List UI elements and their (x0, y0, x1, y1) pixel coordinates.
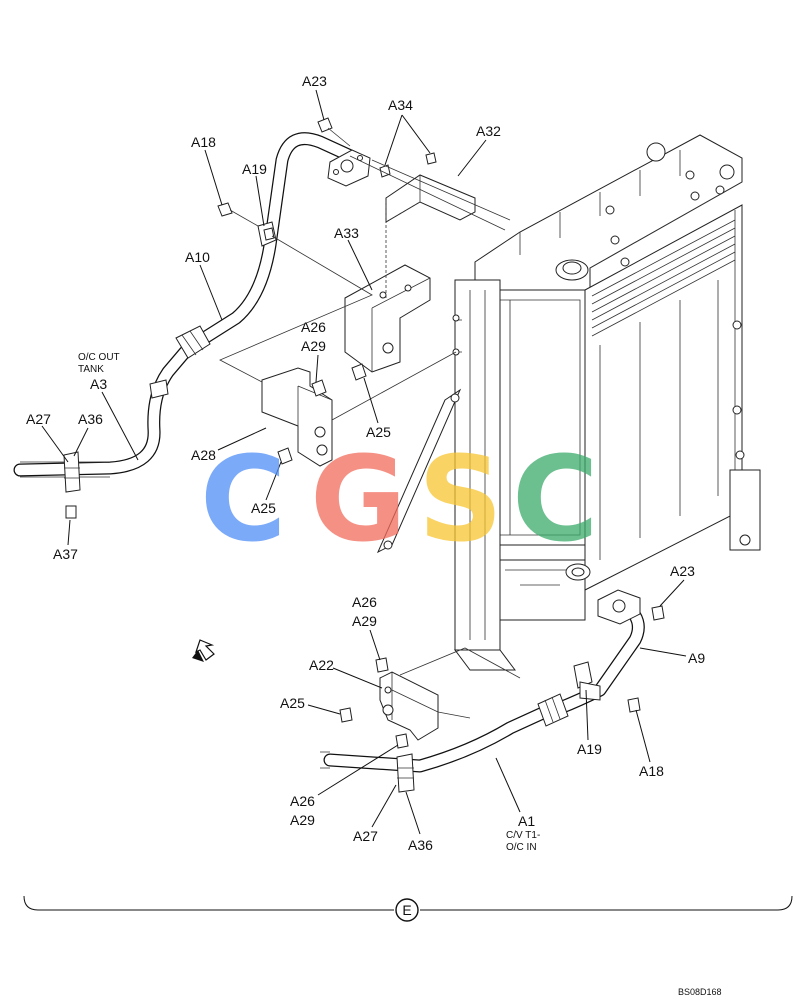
label-a29-mid: A29 (301, 338, 326, 354)
label-oc-out-line2: TANK (78, 364, 104, 375)
hose-a10-a3 (13, 132, 371, 478)
label-a37: A37 (53, 546, 78, 562)
label-a27-bottom: A27 (353, 828, 378, 844)
label-a32: A32 (476, 123, 501, 139)
label-a29-low: A29 (352, 613, 377, 629)
radiator-assembly (376, 134, 761, 671)
clamp-a36-bottom (396, 753, 415, 793)
label-a19-top: A19 (242, 161, 267, 177)
leader-lines (41, 89, 687, 835)
label-a25-left: A25 (251, 500, 276, 516)
label-a19-bottom: A19 (577, 741, 602, 757)
label-a18-top: A18 (191, 134, 216, 150)
drawing-code: BS08D168 (678, 987, 722, 997)
watermark-logo: C G S C (200, 430, 599, 568)
clamp-a36-left (63, 451, 81, 493)
clamp-a19-bottom (573, 661, 601, 701)
section-letter: E (402, 902, 411, 918)
label-a26-bottom: A26 (290, 793, 315, 809)
callout-labels: A23 A34 A32 A18 A19 A33 A10 A26 A29 O/C … (26, 73, 705, 853)
label-a22: A22 (309, 657, 334, 673)
label-oc-out-line1: O/C OUT (78, 352, 120, 363)
watermark-letter-2: G (310, 430, 407, 568)
label-cv-in-line2: O/C IN (506, 842, 537, 853)
label-cv-in-line1: C/V T1- (506, 830, 540, 841)
section-bracket: E (23, 895, 793, 922)
label-a28: A28 (191, 447, 216, 463)
label-a18-bottom: A18 (639, 763, 664, 779)
label-a23-bottom: A23 (670, 563, 695, 579)
label-a1: A1 (518, 813, 535, 829)
bracket-a33 (344, 264, 431, 373)
label-a23-top: A23 (302, 73, 327, 89)
watermark-letter-1: C (200, 430, 287, 568)
label-a36-bottom: A36 (408, 837, 433, 853)
front-direction-arrow-icon (192, 639, 215, 662)
watermark-letter-4: C (512, 430, 599, 568)
label-a26-low: A26 (352, 594, 377, 610)
label-a36-left: A36 (78, 411, 103, 427)
bracket-a32 (385, 174, 476, 223)
watermark-letter-3: S (418, 430, 503, 568)
bolts (65, 117, 665, 749)
clamp-a19-top (257, 221, 277, 247)
label-a34: A34 (388, 97, 413, 113)
label-a25-low: A25 (280, 695, 305, 711)
label-a9: A9 (688, 650, 705, 666)
label-a3: A3 (90, 376, 107, 392)
hose-a9-a1 (320, 589, 645, 773)
label-a29-bottom: A29 (290, 812, 315, 828)
label-a33: A33 (334, 225, 359, 241)
label-a25-mid: A25 (366, 424, 391, 440)
label-a10: A10 (185, 249, 210, 265)
label-a26-mid: A26 (301, 319, 326, 335)
bracket-a22 (379, 671, 439, 741)
guide-lines (219, 155, 521, 719)
label-a27-left: A27 (26, 411, 51, 427)
